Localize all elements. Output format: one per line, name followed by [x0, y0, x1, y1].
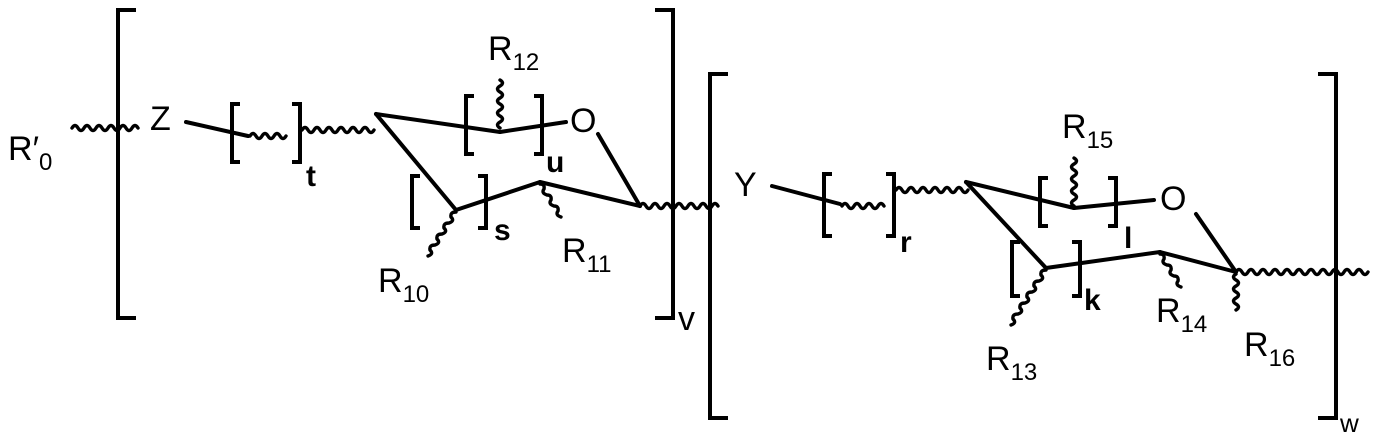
unit-v-open-bracket [118, 10, 136, 318]
wavy-in-r [842, 204, 884, 209]
t-close-bracket [292, 104, 300, 162]
k-close-bracket [1072, 242, 1080, 296]
l-close-bracket [1108, 178, 1116, 226]
r-close-bracket [886, 174, 894, 236]
wavy-exit-right [1236, 270, 1368, 275]
r16-label: R16 [1244, 326, 1295, 372]
r11-label: R11 [562, 232, 611, 278]
wavy-r12 [498, 80, 503, 128]
wavy-r10 [428, 212, 456, 256]
ring-v-bond-top2 [500, 122, 566, 132]
r14-label: R14 [1156, 292, 1207, 338]
atom-y: Y [734, 166, 757, 204]
ring-w-bond-left [966, 182, 1046, 268]
ring-v-oxygen: O [570, 102, 596, 140]
ring-w-bond-bottom1 [1046, 252, 1160, 268]
ring-v-bond-top [376, 114, 500, 132]
wavy-in-t [250, 134, 286, 139]
bond-z-t [186, 122, 248, 136]
r13-label: R13 [986, 340, 1037, 386]
wavy-r15 [1072, 158, 1077, 206]
index-l: l [1124, 222, 1132, 255]
unit-w-open-bracket [710, 74, 728, 418]
index-u: u [546, 146, 564, 179]
index-r: r [900, 226, 912, 259]
wavy-bond-r0 [72, 126, 138, 131]
ring-v-bond-bottom1 [456, 182, 540, 210]
ring-w-bond-top [966, 182, 1074, 208]
unit-w-close-bracket [1318, 74, 1336, 418]
bond-y-r [772, 186, 840, 204]
index-t: t [306, 160, 316, 193]
wavy-r-ring [896, 188, 968, 193]
ring-w-oxygen: O [1160, 180, 1186, 218]
r-prime-0-label: R′0 [8, 130, 52, 176]
repeat-index-w: w [1339, 408, 1359, 437]
unit-v-close-bracket [655, 10, 673, 318]
wavy-r14 [1160, 254, 1181, 287]
index-k: k [1084, 284, 1101, 317]
wavy-t-ring [302, 128, 374, 133]
u-open-bracket [466, 96, 474, 154]
r-open-bracket [824, 174, 832, 236]
ring-v-bond-left [376, 114, 456, 210]
r10-label: R10 [378, 262, 429, 308]
wavy-r16 [1234, 274, 1239, 310]
s-open-bracket [412, 176, 420, 228]
index-s: s [494, 214, 511, 247]
ring-v-bond-o-c [598, 134, 640, 206]
ring-v-bond-bottom2 [540, 182, 640, 206]
wavy-r11 [540, 184, 561, 217]
k-open-bracket [1012, 242, 1020, 296]
repeat-index-v: v [678, 300, 695, 338]
r15-label: R15 [1062, 108, 1113, 154]
r12-label: R12 [488, 30, 539, 76]
wavy-ring-v-to-y [640, 204, 718, 209]
atom-z: Z [150, 100, 171, 138]
